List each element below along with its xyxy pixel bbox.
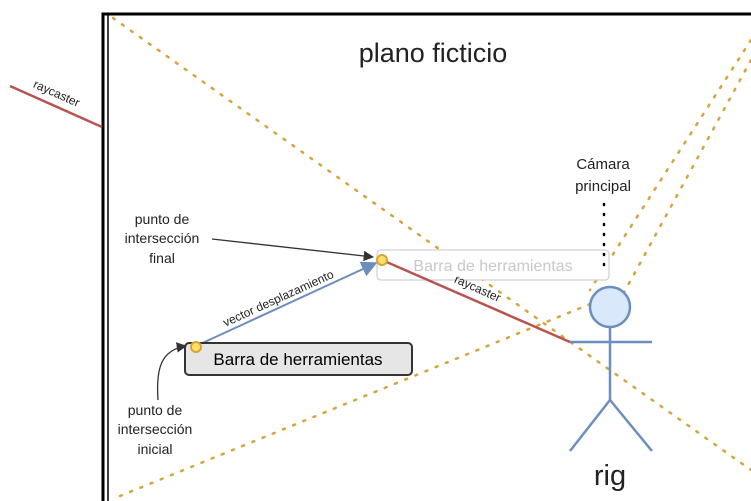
rig-figure xyxy=(569,285,653,452)
rig-label: rig xyxy=(594,460,626,492)
frustum-line-top-left xyxy=(111,16,751,472)
final-point-label-line2: intersección xyxy=(125,230,200,246)
frustum-line-bottom-left xyxy=(118,298,602,498)
intersection-point-initial xyxy=(190,341,202,353)
displacement-vector-label: vector desplazamiento xyxy=(221,267,336,330)
raycaster-left-label: raycaster xyxy=(31,77,82,110)
initial-point-label-line1: punto de xyxy=(128,402,183,418)
plane-title: plano ficticio xyxy=(359,38,508,68)
final-point-label-line3: final xyxy=(149,250,175,266)
frustum-line-right xyxy=(618,58,751,302)
initial-point-label-line3: inicial xyxy=(137,441,172,457)
initial-point-pointer xyxy=(156,342,188,401)
final-point-label-line1: punto de xyxy=(135,211,190,227)
toolbar-initial-box xyxy=(184,342,413,376)
camera-label-line1: Cámara xyxy=(576,156,630,173)
fictitious-plane-frame xyxy=(101,12,751,501)
raycaster-left-line xyxy=(9,84,103,129)
displacement-vector xyxy=(195,261,378,347)
raycaster-right-line xyxy=(381,258,571,344)
toolbar-final-label: Barra de herramientas xyxy=(413,258,572,275)
rig-leg-left xyxy=(569,399,611,452)
intersection-point-final xyxy=(376,254,388,266)
camera-label-line2: principal xyxy=(575,178,631,195)
rig-head xyxy=(588,285,632,329)
rig-leg-right xyxy=(609,399,653,452)
final-point-pointer xyxy=(211,238,375,262)
toolbar-initial-label: Barra de herramientas xyxy=(213,350,382,369)
initial-point-label-line2: intersección xyxy=(118,421,193,437)
